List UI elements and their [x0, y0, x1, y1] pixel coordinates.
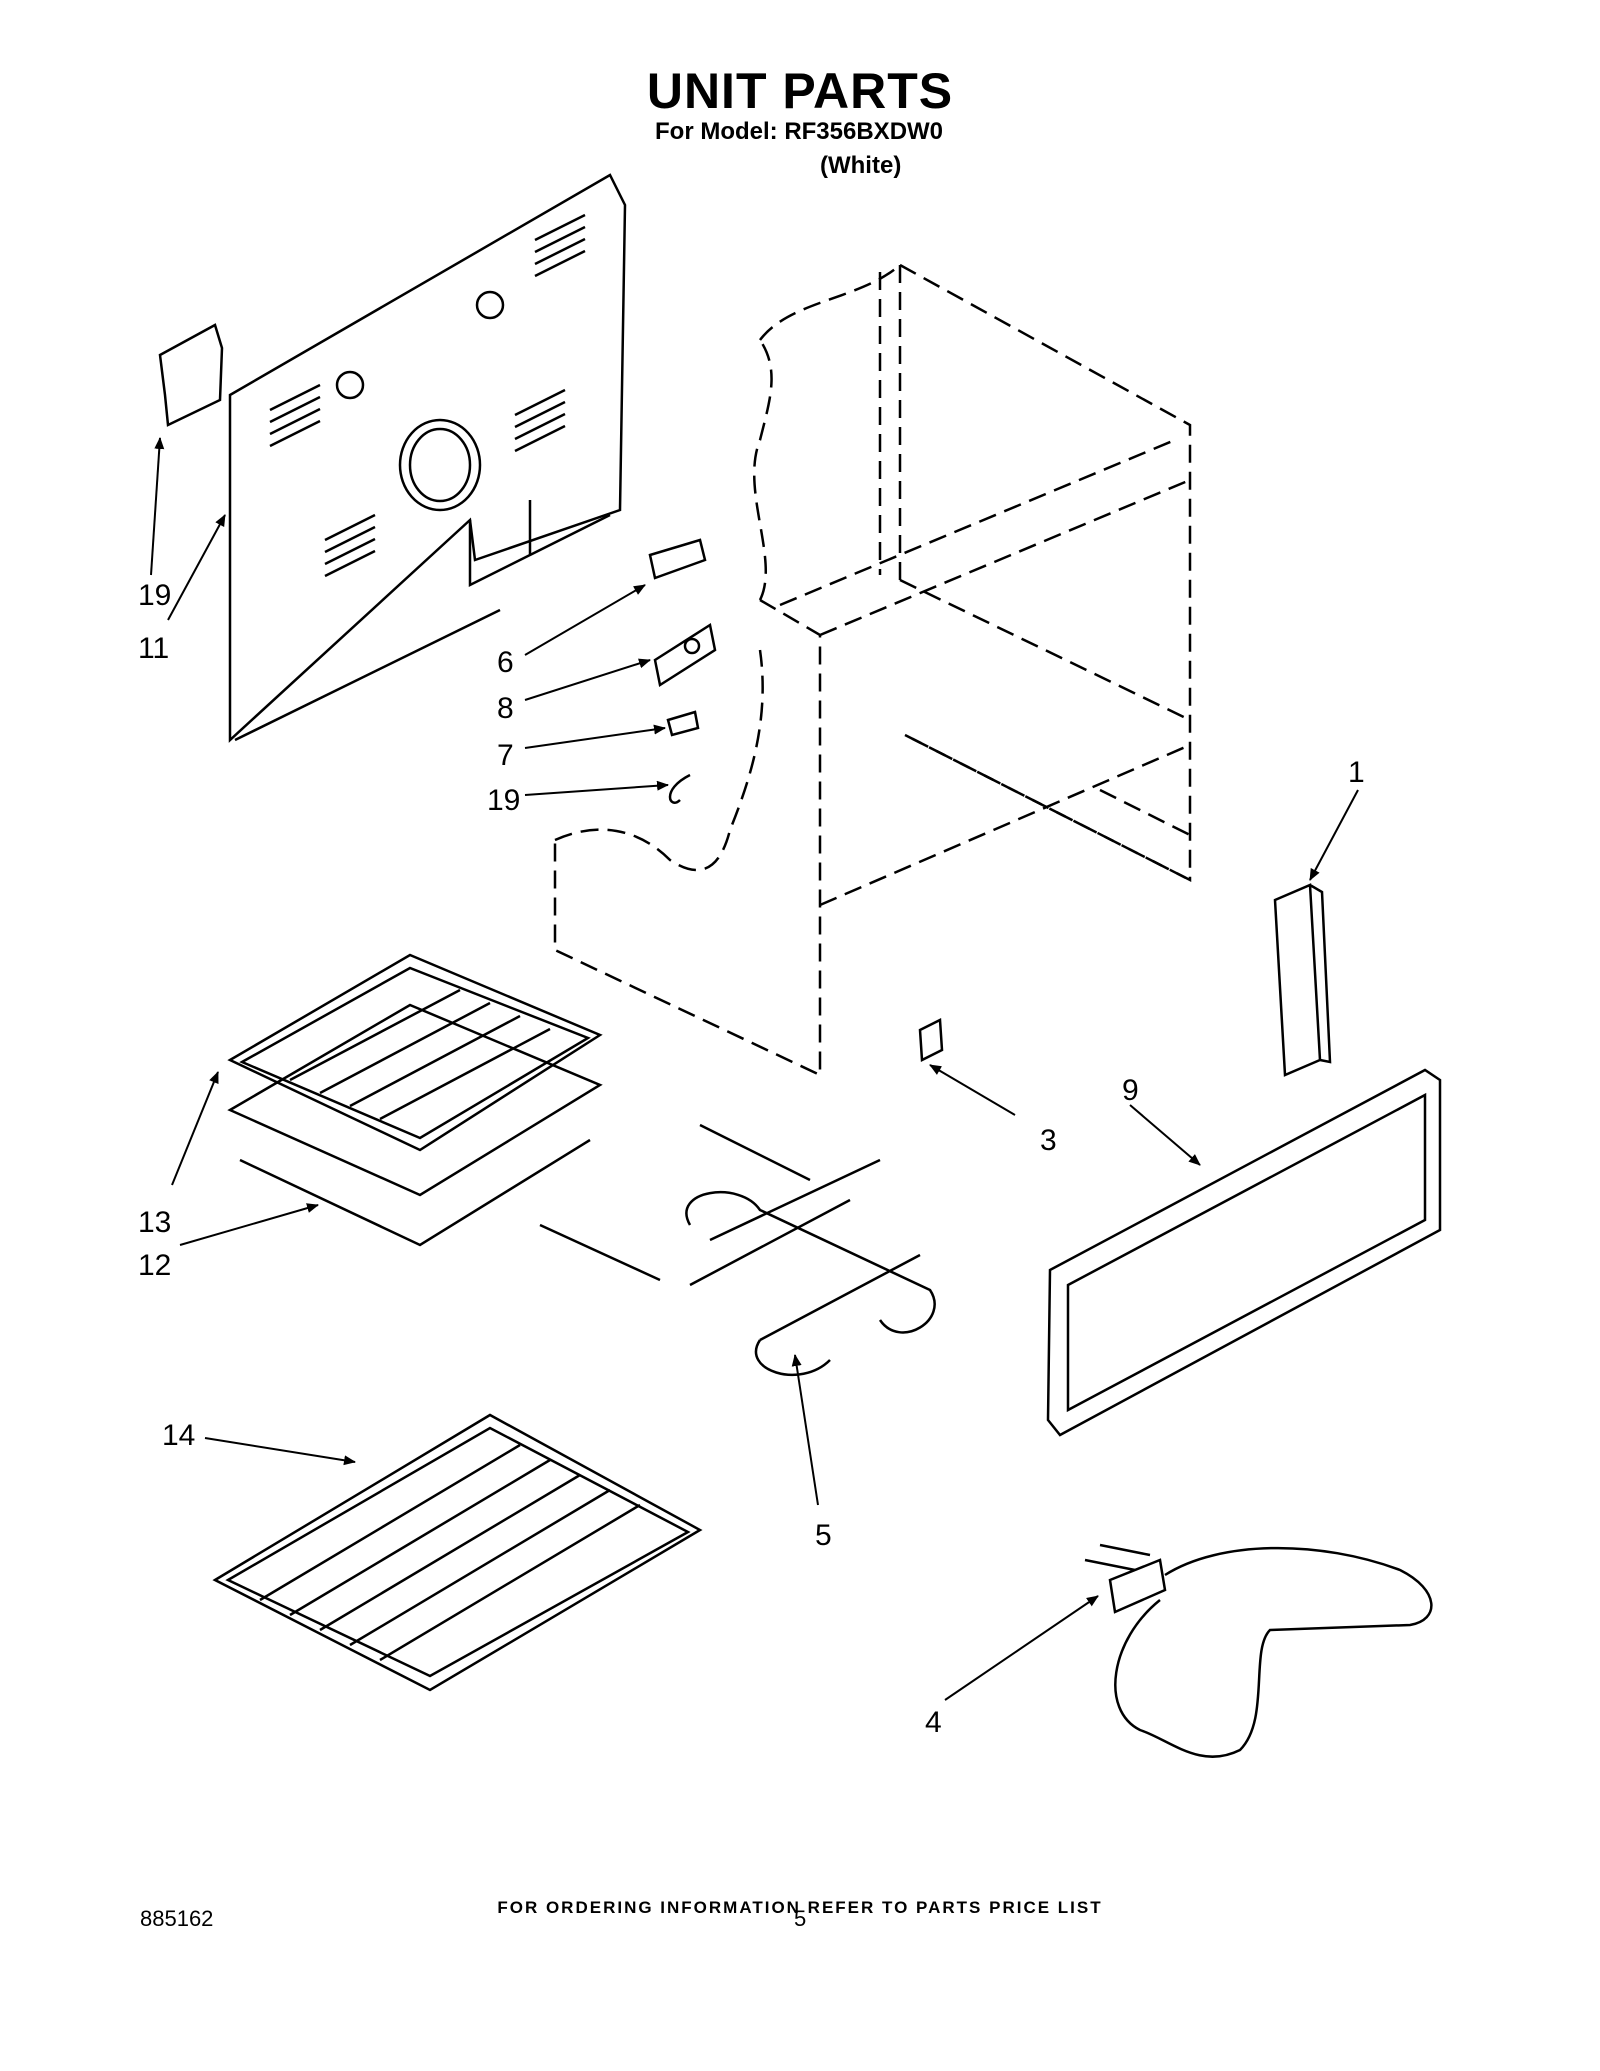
page-number: 5 [794, 1906, 807, 1931]
color-line: (White) [820, 152, 902, 179]
bake-element [539, 1123, 936, 1377]
callout-7: 7 [497, 739, 514, 772]
small-parts [648, 538, 944, 1062]
callout-3: 3 [1040, 1124, 1057, 1157]
broiler-pan [227, 953, 603, 1247]
leader-lines [150, 437, 1359, 1701]
oven-rack [212, 1413, 703, 1692]
callout-12: 12 [138, 1249, 171, 1282]
callout-14: 14 [162, 1419, 195, 1452]
callout-11: 19 [138, 579, 171, 612]
document-number: 885162 [140, 1906, 214, 1931]
callout-6: 6 [497, 646, 514, 679]
back-panel [228, 173, 627, 743]
callout-19: 19 [487, 784, 520, 817]
callout-5: 5 [815, 1519, 832, 1552]
model-line: For Model: RF356BXDW0 [655, 118, 944, 145]
gasket [158, 323, 224, 427]
callout-13: 13 [138, 1206, 171, 1239]
ordering-note: FOR ORDERING INFORMATION REFER TO PARTS … [497, 1898, 1103, 1917]
page-title: UNIT PARTS [646, 63, 954, 119]
side-trim [1273, 883, 1332, 1077]
broil-element [1084, 1543, 1433, 1758]
callout-8: 8 [497, 692, 514, 725]
callout-10: 11 [138, 632, 169, 665]
oven-cavity-outline [553, 263, 1192, 1077]
callout-1: 1 [1348, 756, 1365, 789]
callout-4: 4 [925, 1706, 942, 1739]
callout-9: 9 [1122, 1074, 1139, 1107]
drawer-panel [1046, 1068, 1442, 1437]
